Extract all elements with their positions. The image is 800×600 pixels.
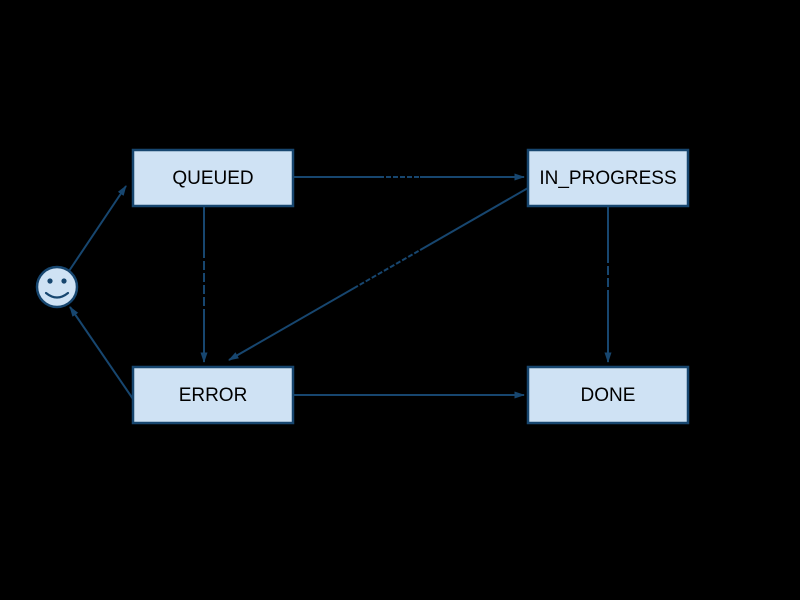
smiley-left-eye	[47, 278, 53, 284]
state-box-done	[526, 365, 690, 425]
state-node-error: ERROR	[131, 365, 295, 425]
state-label-queued: QUEUED	[172, 168, 253, 189]
edge-group	[68, 173, 612, 400]
state-node-done: DONE	[526, 365, 690, 425]
smiley-mouth	[44, 291, 70, 299]
state-label-in-progress: IN_PROGRESS	[539, 168, 676, 189]
state-node-queued: QUEUED	[131, 148, 295, 208]
smiley-actor-node	[35, 265, 79, 309]
illegible-edge-label-marks	[202, 175, 610, 313]
state-box-in-progress	[526, 148, 690, 208]
state-label-error: ERROR	[179, 385, 248, 406]
state-node-in-progress: IN_PROGRESS	[526, 148, 690, 208]
edge-label-marks-inprogress-error	[357, 248, 421, 288]
smiley-right-eye	[61, 278, 67, 284]
edge-user-to-queued	[68, 185, 127, 272]
smiley-face-icon	[35, 265, 79, 309]
state-box-queued	[131, 148, 295, 208]
edge-inprogress-to-error	[228, 187, 529, 361]
state-label-done: DONE	[581, 385, 636, 406]
edge-error-to-user	[69, 306, 134, 400]
state-box-error	[131, 365, 295, 425]
